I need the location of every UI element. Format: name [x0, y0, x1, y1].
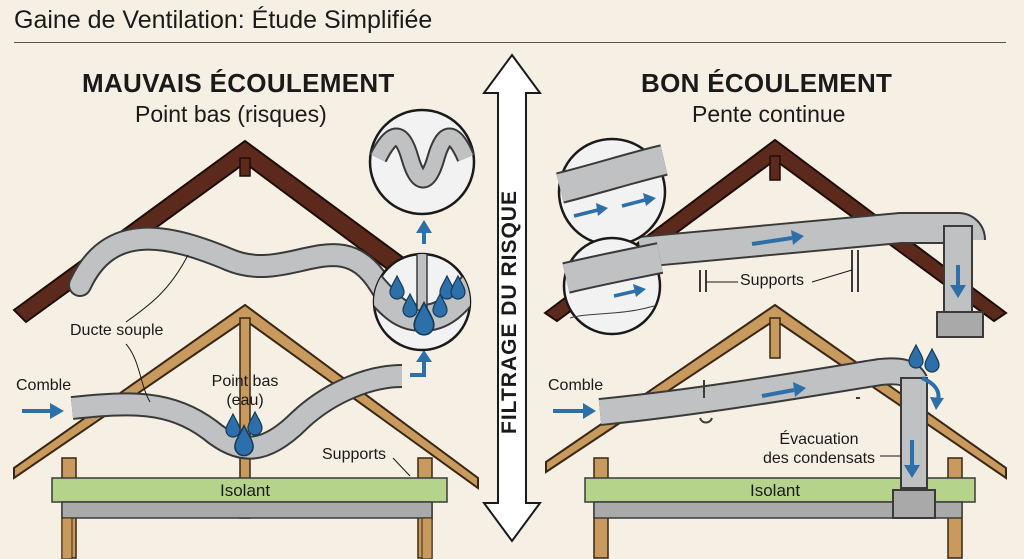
label-drain: Évacuation des condensats: [758, 430, 880, 468]
left-insulation: [51, 477, 448, 559]
divider-double-arrow: [482, 53, 542, 543]
right-upper-roof: [543, 138, 1008, 323]
label-insulation-right: Isolant: [750, 481, 801, 500]
right-lower-flow-arrows: [553, 344, 944, 478]
right-magnifier-top: [556, 137, 668, 247]
label-drain-line2: des condensats: [762, 450, 876, 467]
page-title: Gaine de Ventilation: Étude Simplifiée: [14, 6, 433, 34]
right-title: BON ÉCOULEMENT: [641, 68, 893, 98]
label-duct: Ducte souple: [70, 322, 164, 339]
right-subtitle: Pente continue: [692, 101, 846, 127]
label-attic-left: Comble: [16, 377, 72, 394]
leader-lines-right: [706, 269, 902, 457]
left-top-magnifier: [368, 108, 476, 216]
right-upper-flow-arrows: [751, 230, 966, 298]
label-attic-right: Comble: [548, 377, 604, 394]
label-drain-line1: Évacuation: [779, 431, 859, 448]
label-low-point: Point bas (eau): [195, 372, 295, 410]
left-title: MAUVAIS ÉCOULEMENT: [82, 68, 395, 98]
label-low-point-line1: Point bas: [211, 373, 279, 390]
right-upper-duct: [638, 212, 986, 338]
leader-lines-left: [125, 254, 411, 477]
left-detail-magnifier: [372, 252, 472, 352]
left-inlet-arrow: [22, 403, 64, 419]
left-outlet-arrow: [410, 350, 432, 377]
right-magnifier-bottom: [562, 236, 664, 336]
left-up-arrow: [416, 220, 432, 244]
label-insulation-left: Isolant: [220, 481, 271, 500]
divider-text: FILTRAGE DU RISQUE: [498, 190, 521, 434]
title-divider: [14, 42, 1006, 43]
left-subtitle: Point bas (risques): [135, 101, 327, 127]
label-supports-left: Supports: [322, 446, 387, 463]
right-lower-duct: [598, 357, 936, 519]
label-supports-right: Supports: [740, 272, 805, 289]
label-low-point-line2: (eau): [226, 392, 264, 409]
